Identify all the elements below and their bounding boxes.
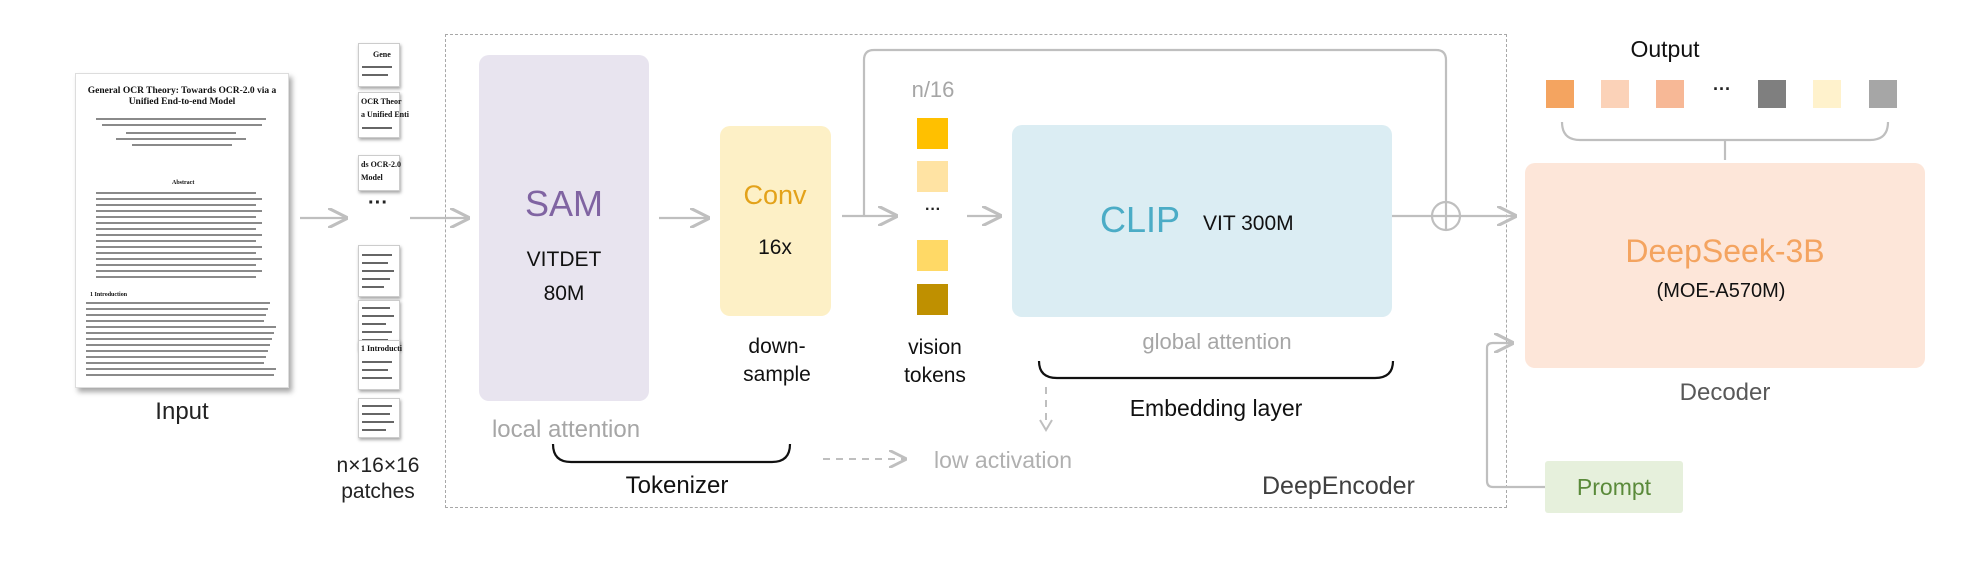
token-count-label: n/16 <box>911 77 955 102</box>
document-text-line <box>86 302 270 304</box>
deepseek-title: DeepSeek-3B <box>1625 233 1825 269</box>
document-text-line <box>96 252 256 254</box>
document-text-line <box>96 228 256 230</box>
patch-ellipsis: ··· <box>368 192 388 214</box>
output-label: Output <box>1630 36 1700 62</box>
document-text-line <box>96 118 266 120</box>
document-text-line <box>86 320 264 322</box>
document-text-line <box>86 350 268 352</box>
output-bracket <box>1560 121 1890 142</box>
document-text-line <box>96 210 262 212</box>
deepencoder-label: DeepEncoder <box>1262 472 1415 500</box>
patch-thumbnail: 1 Introducti <box>358 340 402 390</box>
document-text-line <box>86 356 266 358</box>
clip-title: CLIP <box>1100 199 1181 240</box>
document-text-line <box>96 198 262 200</box>
output-token <box>1656 80 1684 108</box>
document-text-line <box>86 332 274 334</box>
document-text-line <box>126 132 236 134</box>
input-label: Input <box>155 398 209 425</box>
input-document-thumbnail: General OCR Theory: Towards OCR-2.0 via … <box>75 73 289 388</box>
embedding-layer-label: Embedding layer <box>1129 395 1303 421</box>
output-token <box>1601 80 1629 108</box>
sam-vitdet-label: VITDET <box>526 248 602 271</box>
patch-thumbnail <box>358 245 400 297</box>
document-text-line <box>96 276 256 278</box>
deepseek-moe-label: (MOE-A570M) <box>1656 280 1786 302</box>
tokenizer-bracket <box>551 443 792 464</box>
clip-block <box>1012 125 1392 317</box>
deepseek-decoder-block <box>1525 163 1925 368</box>
sam-title: SAM <box>524 183 604 224</box>
clip-vit-label: VIT 300M <box>1203 212 1294 235</box>
tokenizer-label: Tokenizer <box>625 472 729 499</box>
output-ellipsis: ··· <box>1713 79 1731 99</box>
document-text-line <box>86 362 264 364</box>
patch-thumbnail: Gene <box>358 43 400 87</box>
conv-block <box>720 126 831 316</box>
conv-factor-label: 16x <box>758 236 792 259</box>
document-text-line <box>102 124 262 126</box>
prompt-to-decoder-arrow <box>1485 343 1545 489</box>
patch-thumbnail <box>358 398 400 438</box>
deepencoder-group <box>445 34 1507 508</box>
document-text-line <box>86 326 276 328</box>
dashed-arrow-embedding-head <box>1039 419 1053 432</box>
document-text-line <box>96 246 262 248</box>
global-attention-label: global attention <box>1142 329 1292 354</box>
vision-token <box>917 240 948 271</box>
embedding-layer-bracket <box>1037 360 1395 380</box>
sam-params-label: 80M <box>543 282 585 305</box>
document-text-line <box>96 258 262 260</box>
conv-title: Conv <box>743 180 807 210</box>
input-document-intro-heading: 1 Introduction <box>90 292 128 298</box>
document-text-line <box>96 216 256 218</box>
document-text-line <box>86 338 272 340</box>
document-text-line <box>96 270 262 272</box>
vision-token-ellipsis: ··· <box>925 201 941 218</box>
vision-token <box>917 284 948 315</box>
downsample-label: down- sample <box>743 335 811 386</box>
output-token <box>1758 80 1786 108</box>
document-text-line <box>96 264 256 266</box>
document-text-line <box>86 314 266 316</box>
document-text-line <box>86 374 274 376</box>
low-activation-label: low activation <box>934 447 1073 473</box>
vision-tokens-label: vision tokens <box>904 336 966 387</box>
skip-connection <box>862 48 1448 216</box>
document-text-line <box>96 222 262 224</box>
patch-thumbnail: OCR Theor a Unified Enti <box>358 92 409 138</box>
decoder-label: Decoder <box>1679 379 1771 406</box>
output-token <box>1546 80 1574 108</box>
document-text-line <box>86 308 268 310</box>
output-token <box>1813 80 1841 108</box>
sam-block <box>479 55 649 401</box>
vision-token <box>917 118 948 149</box>
document-text-line <box>96 192 256 194</box>
input-document-title: General OCR Theory: Towards OCR-2.0 via … <box>87 86 277 107</box>
document-text-line <box>96 240 256 242</box>
document-text-line <box>86 368 276 370</box>
prompt-label: Prompt <box>1576 474 1652 500</box>
document-text-line <box>132 144 232 146</box>
document-text-line <box>96 234 262 236</box>
prompt-box <box>1545 461 1683 513</box>
local-attention-label: local attention <box>491 416 641 443</box>
vision-token <box>917 161 948 192</box>
document-text-line <box>116 138 246 140</box>
patches-label: n×16×16 patches <box>336 454 420 503</box>
input-document-abstract-heading: Abstract <box>172 180 195 186</box>
output-token <box>1869 80 1897 108</box>
document-text-line <box>96 204 256 206</box>
document-text-line <box>86 344 270 346</box>
patch-thumbnail: ds OCR-2.0 Model <box>358 155 401 191</box>
